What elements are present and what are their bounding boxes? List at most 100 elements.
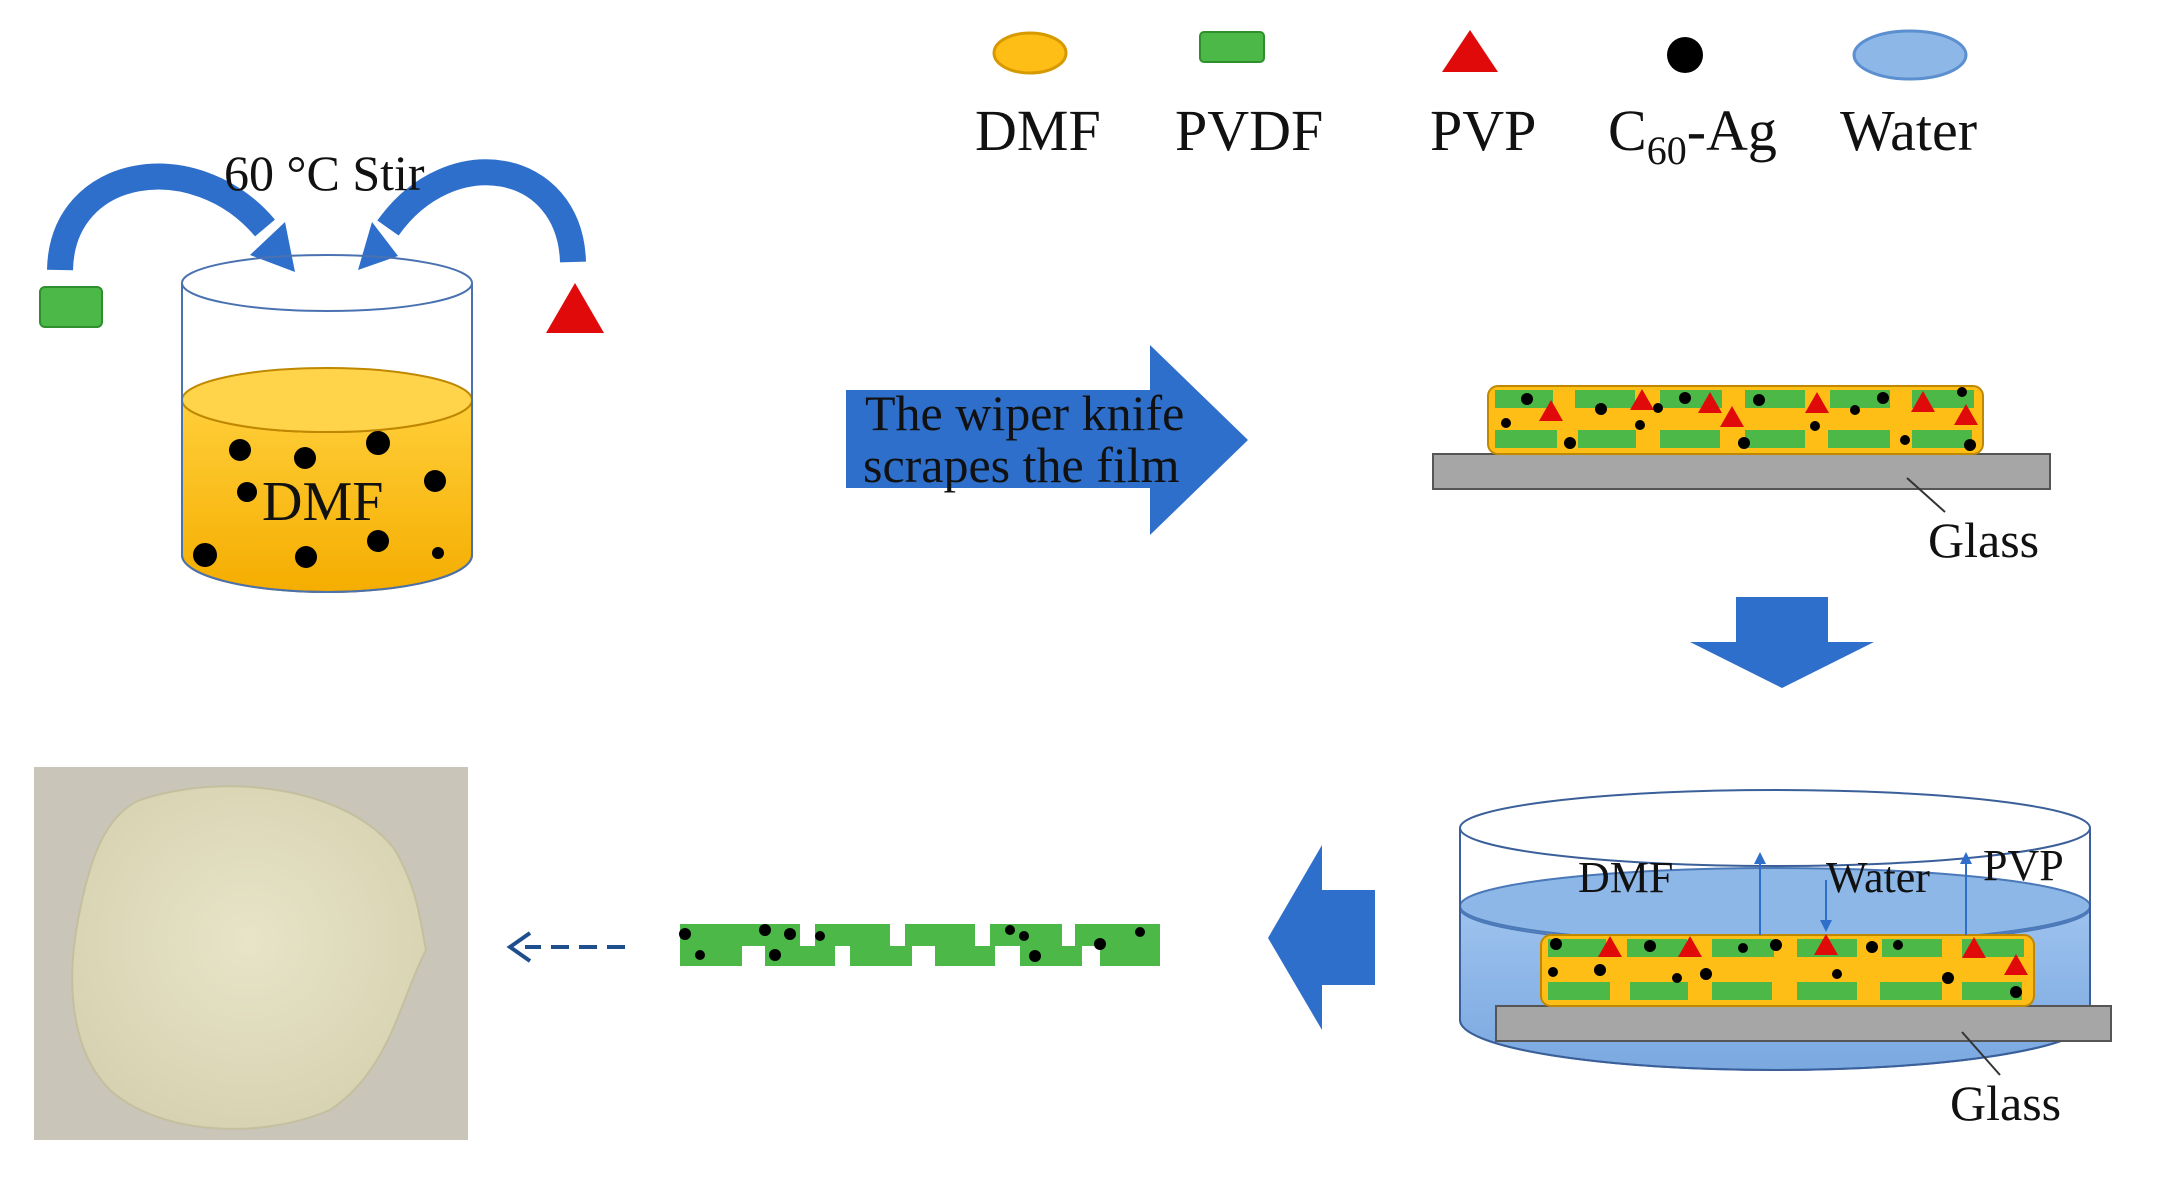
c60ag-particle [679, 928, 691, 940]
c60ag-particle [784, 928, 796, 940]
pvdf-block [1548, 939, 1606, 957]
c60ag-particle [432, 547, 444, 559]
pvp-particle [1954, 404, 1978, 425]
c60ag-particle [1644, 940, 1656, 952]
pvdf-block [1630, 982, 1688, 1000]
c60ag-particle [237, 482, 257, 502]
c60ag-particle [769, 949, 781, 961]
dish-bottom [1459, 1019, 2091, 1071]
c60ag-particle [1029, 950, 1041, 962]
c60ag-particle [1942, 972, 1954, 984]
bath-film-pvp-particles [1598, 934, 2028, 975]
dmf-diffusion-arrowhead-icon [1754, 852, 1766, 864]
beaker-liquid-surface [181, 367, 473, 433]
pvp-triangle-icon [1442, 30, 1498, 72]
pvp-particle [1539, 400, 1563, 421]
water-bath-step: DMF Water PVP Glass [1459, 789, 2112, 1131]
bath-pvp-label: PVP [1983, 841, 2064, 890]
pvp-particle [1911, 391, 1935, 412]
pvp-particle [1805, 392, 1829, 413]
c60ag-particle [1635, 420, 1645, 430]
dish-rim [1459, 789, 2091, 867]
beaker-bottom [181, 554, 473, 593]
c60ag-particle [1738, 943, 1748, 953]
c60ag-particle [1135, 927, 1145, 937]
pvdf-block [1962, 982, 2022, 1000]
c60ag-particle [366, 431, 390, 455]
dmf-ellipse-icon [992, 31, 1068, 75]
pvdf-block [1578, 430, 1636, 448]
c60ag-particle [1019, 931, 1029, 941]
scrape-label-line1: The wiper knife [865, 385, 1184, 441]
beaker-step: 60 °C Stir DMF [39, 145, 604, 593]
scrape-arrow-icon [846, 345, 1248, 535]
legend-item-c60ag: C60-Ag [1608, 37, 1777, 173]
pvdf-block [1627, 939, 1687, 957]
c60ag-particle [367, 530, 389, 552]
legend-label-water: Water [1840, 98, 1977, 163]
pvdf-block [1075, 924, 1160, 946]
legend-label-pvdf: PVDF [1175, 98, 1323, 163]
c60ag-particle [424, 470, 446, 492]
c60ag-particle [1548, 967, 1558, 977]
c60ag-particle [1738, 437, 1750, 449]
c60ag-particle [1900, 435, 1910, 445]
c60ag-particle [815, 931, 825, 941]
c60ag-particle [1964, 439, 1976, 451]
pvp-particle [2004, 954, 2028, 975]
pvdf-block [1880, 982, 1942, 1000]
c60ag-particle [229, 439, 251, 461]
legend: DMF PVDF PVP C60-Ag Water [975, 29, 1977, 173]
pvdf-block [1495, 430, 1557, 448]
c60ag-particle [1550, 938, 1562, 950]
c60ag-particle [1679, 392, 1691, 404]
pvdf-block [1912, 430, 1972, 448]
c60ag-particle [295, 546, 317, 568]
c60ag-particle [1653, 403, 1663, 413]
pvdf-block [1828, 430, 1890, 448]
pvp-triangle-feed-icon [546, 283, 604, 333]
legend-item-pvdf: PVDF [1175, 31, 1323, 163]
c60ag-particle [1810, 421, 1820, 431]
c60ag-particle [1832, 969, 1842, 979]
pvdf-block [765, 946, 835, 966]
glass-label-bottom: Glass [1950, 1075, 2061, 1131]
pvp-particle [1814, 934, 1838, 955]
bath-glass-leader-line [1961, 1031, 2001, 1076]
glass-substrate [1432, 453, 2051, 490]
pvdf-block [905, 924, 975, 946]
c60ag-particle [193, 543, 217, 567]
pvdf-block [680, 946, 742, 966]
pvp-particle [1678, 936, 1702, 957]
pvp-feed-arrow-icon [377, 159, 586, 263]
c60ag-particle [1866, 941, 1878, 953]
pvdf-block [1882, 939, 1942, 957]
pvp-diffusion-arrowhead-icon [1960, 852, 1972, 864]
pvdf-feed-arrowhead-icon [250, 222, 295, 272]
bath-film-c60ag-particles [1548, 938, 2022, 998]
membrane-photo [34, 767, 468, 1140]
legend-item-dmf: DMF [975, 31, 1101, 163]
c60ag-particle [294, 447, 316, 469]
pvdf-block [1100, 946, 1160, 966]
legend-label-c60ag-main: C [1608, 98, 1647, 163]
pvdf-rect-icon [1199, 31, 1265, 63]
pvdf-block-icon [39, 286, 103, 328]
dashed-left-arrow-icon [506, 931, 625, 963]
legend-label-dmf: DMF [975, 98, 1101, 163]
glass-label-top: Glass [1928, 512, 2039, 568]
c60ag-particle [1893, 940, 1903, 950]
glass-leader-line [1906, 477, 1946, 513]
pvp-particle [1698, 392, 1722, 413]
strip-c60ag-particles [679, 924, 1145, 962]
scrape-label-line2: scrapes the film [863, 437, 1180, 493]
legend-item-pvp: PVP [1430, 30, 1536, 163]
cast-film-c60ag-particles [1501, 387, 1976, 451]
legend-label-c60ag: C60-Ag [1608, 98, 1777, 173]
stir-label: 60 °C Stir [224, 145, 425, 201]
pvdf-block [1797, 982, 1857, 1000]
bath-glass-substrate [1495, 1005, 2112, 1042]
legend-label-c60ag-subscript: 60 [1647, 128, 1687, 173]
pvdf-feed-arrow-icon [47, 163, 275, 271]
